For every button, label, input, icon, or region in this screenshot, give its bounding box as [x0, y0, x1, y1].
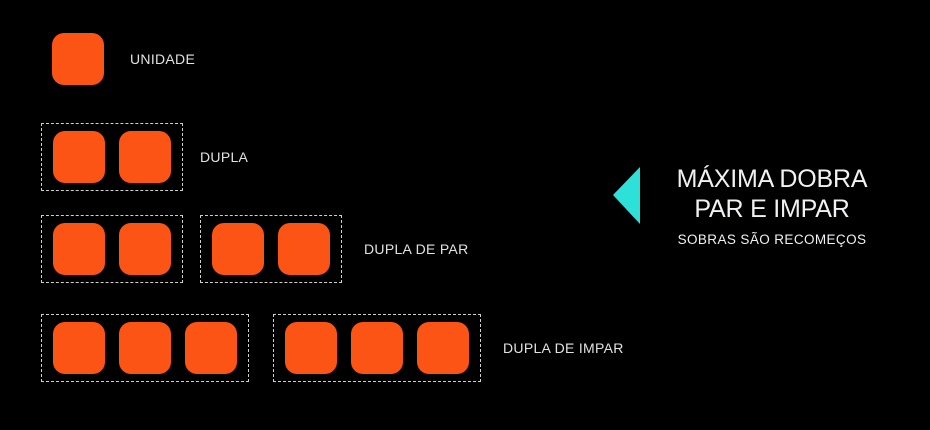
unit-square — [119, 223, 171, 275]
group-plain — [52, 33, 104, 85]
callout-title-line1: MÁXIMA DOBRA — [676, 165, 868, 193]
group-box — [200, 215, 342, 283]
unit-square — [53, 322, 105, 374]
row-label: DUPLA DE IMPAR — [503, 340, 624, 356]
unit-square — [278, 223, 330, 275]
unit-square — [52, 33, 104, 85]
group-box — [41, 215, 183, 283]
row-unidade: UNIDADE — [52, 33, 195, 85]
unit-square — [417, 322, 469, 374]
unit-square — [285, 322, 337, 374]
row-label: DUPLA DE PAR — [364, 241, 469, 257]
group-container — [41, 215, 342, 283]
unit-square — [212, 223, 264, 275]
unit-square — [351, 322, 403, 374]
callout: MÁXIMA DOBRA PAR E IMPAR SOBRAS SÃO RECO… — [613, 164, 882, 247]
left-triangle-icon — [613, 167, 640, 224]
unit-square — [119, 322, 171, 374]
group-box — [41, 123, 183, 191]
unit-square — [119, 131, 171, 183]
row-label: DUPLA — [200, 149, 249, 165]
callout-title-line2: PAR E IMPAR — [694, 195, 850, 223]
callout-text: MÁXIMA DOBRA PAR E IMPAR SOBRAS SÃO RECO… — [662, 164, 882, 247]
unit-square — [53, 131, 105, 183]
callout-subtitle: SOBRAS SÃO RECOMEÇOS — [677, 232, 867, 247]
row-label: UNIDADE — [130, 51, 196, 67]
unit-square — [53, 223, 105, 275]
group-box — [41, 314, 249, 382]
group-container — [41, 123, 183, 191]
callout-title: MÁXIMA DOBRA PAR E IMPAR — [662, 164, 882, 224]
row-dupla-de-par: DUPLA DE PAR — [41, 215, 469, 283]
group-box — [273, 314, 481, 382]
group-container — [41, 314, 481, 382]
row-dupla-de-impar: DUPLA DE IMPAR — [41, 314, 624, 382]
unit-square — [185, 322, 237, 374]
row-dupla: DUPLA — [41, 123, 248, 191]
group-container — [52, 33, 104, 85]
